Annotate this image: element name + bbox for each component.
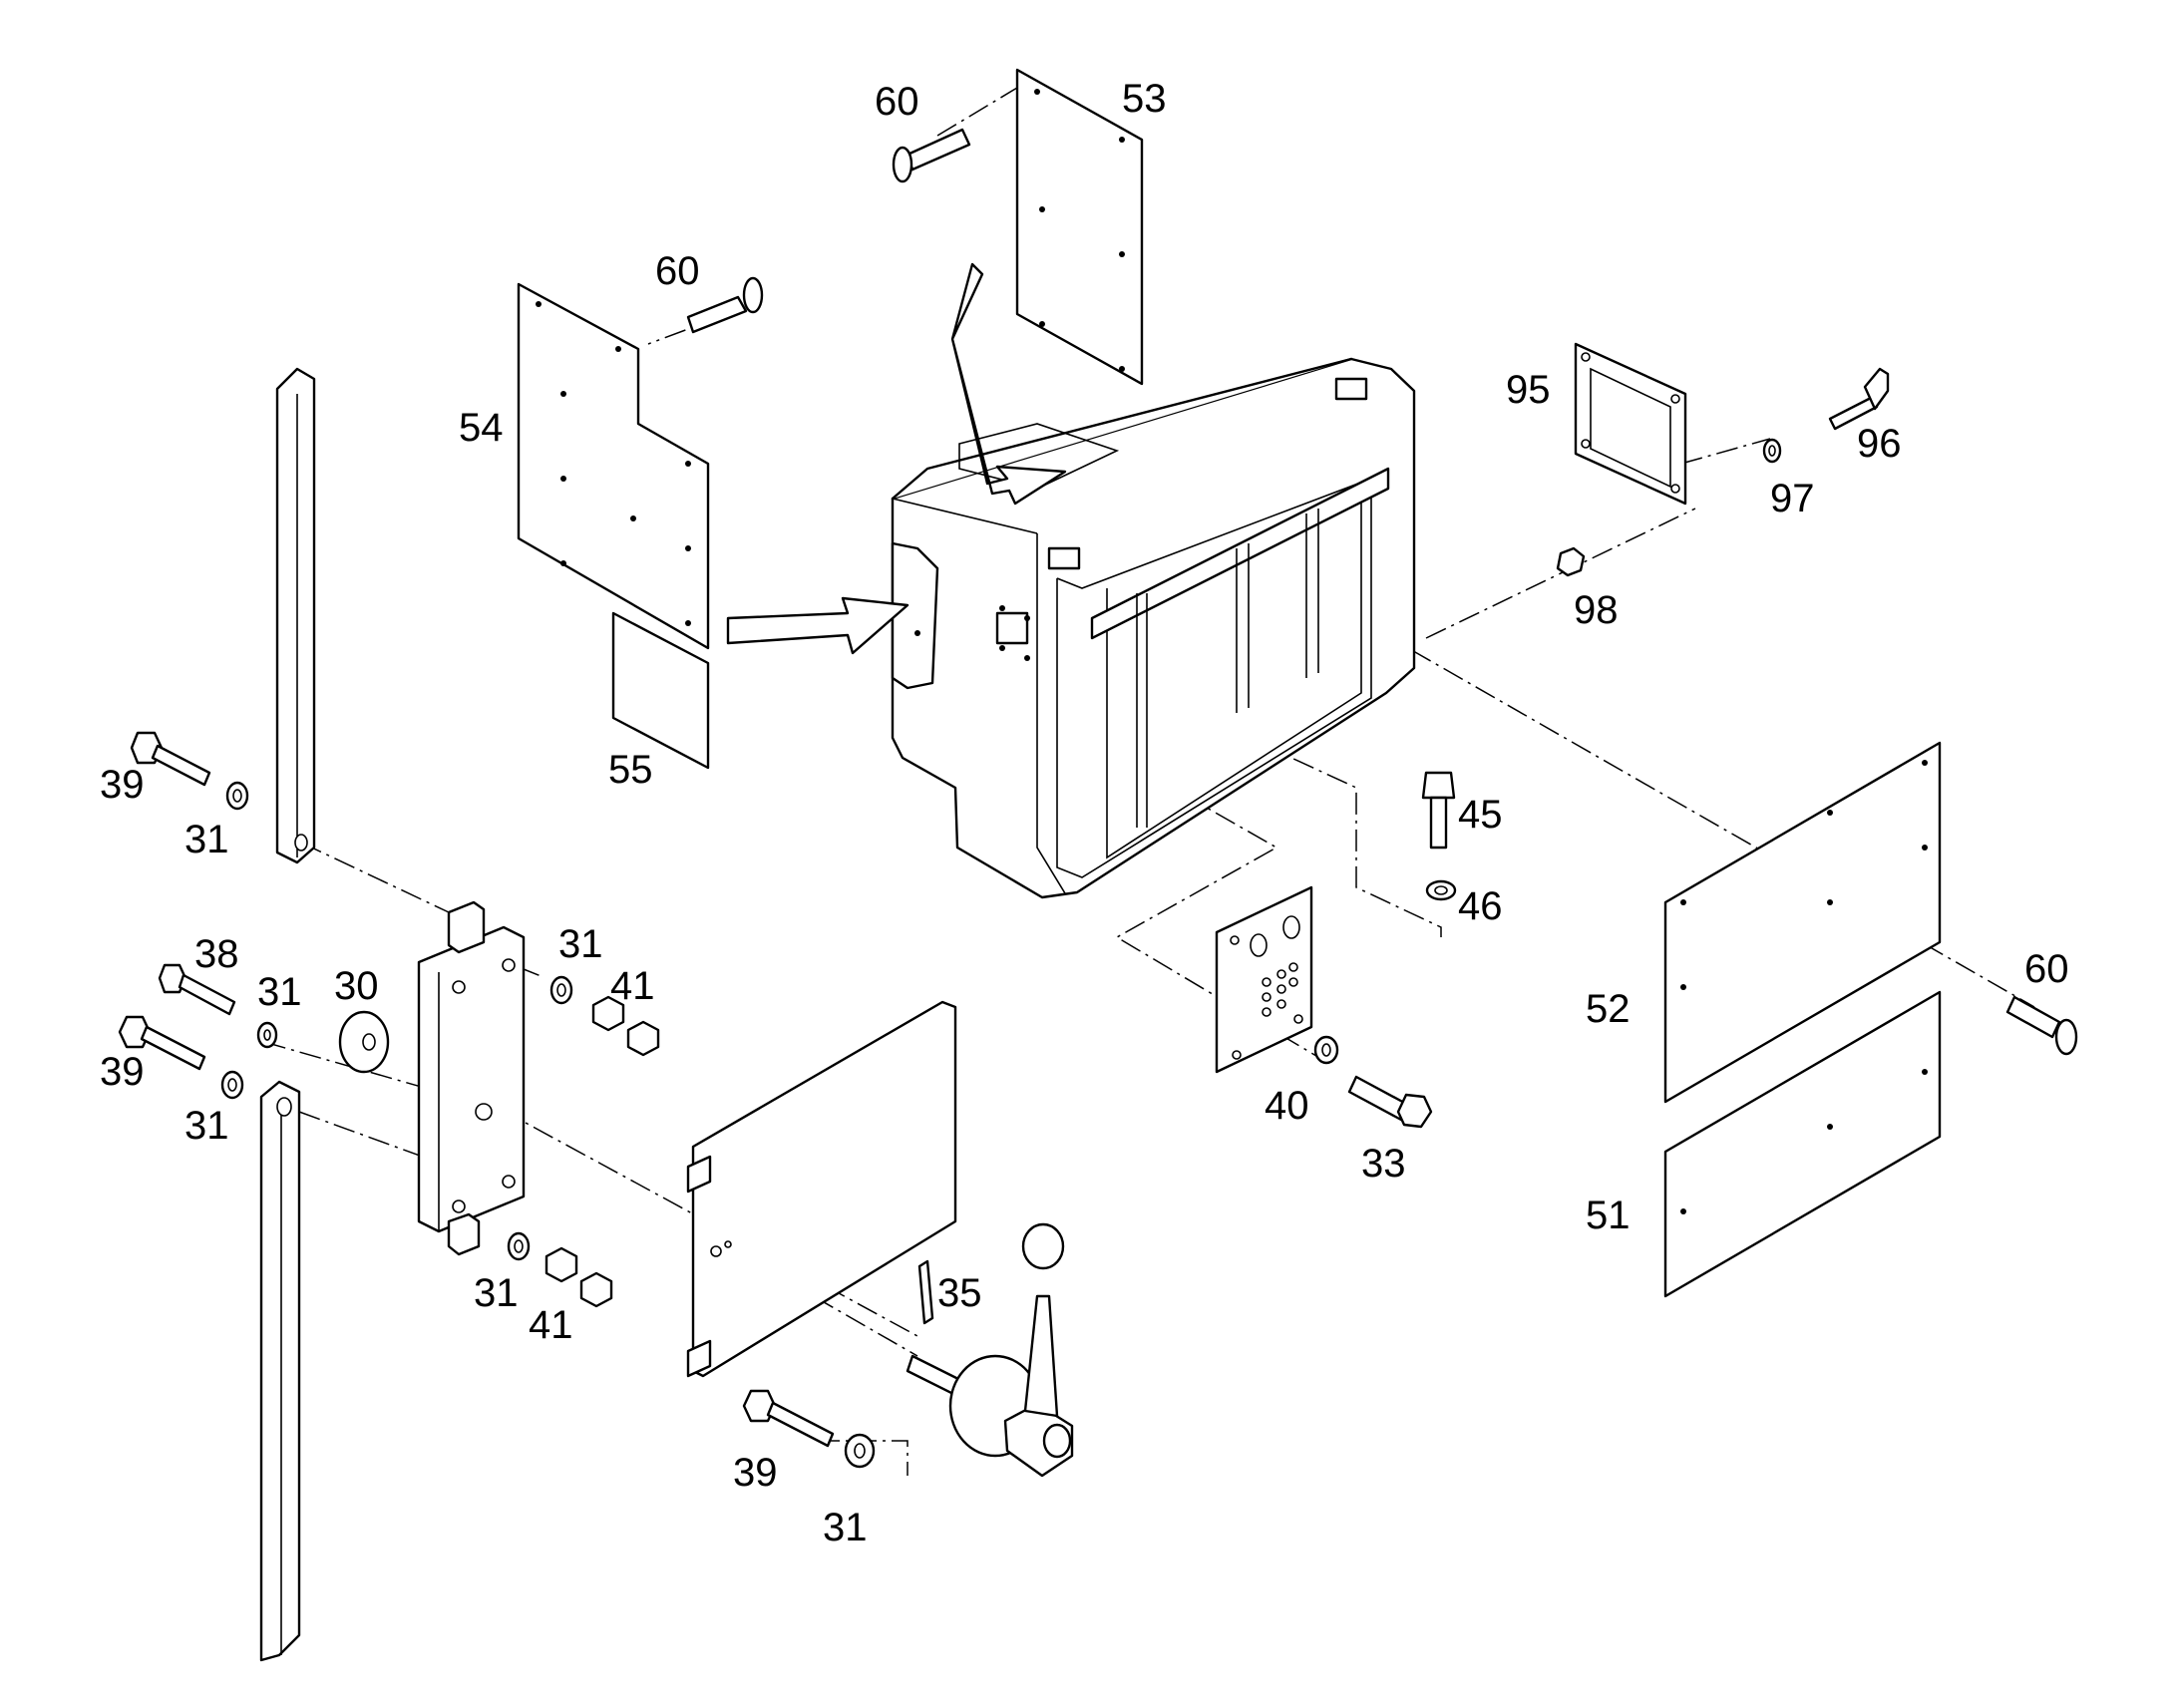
callout-96: 96 [1857, 422, 1902, 466]
callout-55: 55 [608, 748, 653, 792]
disc-30 [338, 1010, 390, 1074]
callout-33: 33 [1361, 1142, 1406, 1186]
callout-97: 97 [1770, 477, 1815, 520]
nut-98 [1556, 546, 1586, 577]
callout-31-e: 31 [474, 1271, 519, 1315]
cabinet-body [891, 357, 1416, 899]
callout-51: 51 [1586, 1194, 1631, 1237]
pin-35 [917, 1259, 934, 1325]
callout-31-c: 31 [558, 922, 603, 966]
callout-41-b: 41 [529, 1303, 573, 1347]
lever-handle [906, 1222, 1074, 1478]
bolt-45 [1421, 771, 1456, 850]
vertical-bar-lower [259, 1080, 301, 1662]
callout-39-mid: 39 [100, 1050, 145, 1094]
bracket-block [417, 900, 526, 1256]
panel-53 [1015, 68, 1144, 386]
callout-31-f: 31 [823, 1506, 868, 1549]
frame-95 [1574, 342, 1687, 506]
nut-41-a [591, 995, 660, 1057]
control-plate [1215, 885, 1313, 1074]
washer-40 [1313, 1035, 1339, 1065]
washer-31-c [549, 975, 573, 1005]
callout-31-d: 31 [184, 1104, 229, 1148]
callout-45: 45 [1458, 793, 1503, 837]
callout-95: 95 [1506, 368, 1551, 412]
washer-31-d [220, 1070, 244, 1100]
callout-40: 40 [1265, 1084, 1309, 1128]
bolt-38 [158, 963, 236, 1016]
washer-97 [1762, 438, 1782, 464]
screw-60-top [892, 128, 971, 183]
callout-39-upper: 39 [100, 763, 145, 807]
door-panel [686, 1000, 957, 1378]
arrows [726, 262, 1067, 655]
screw-96 [1828, 367, 1890, 431]
callout-38: 38 [194, 932, 239, 976]
callout-60-top: 60 [875, 80, 919, 124]
screw-60-right [2005, 995, 2078, 1056]
callout-53: 53 [1122, 77, 1167, 121]
callout-46: 46 [1458, 884, 1503, 928]
washer-31-a [225, 781, 249, 811]
bolt-39-lower [742, 1389, 835, 1448]
nut-41-b [545, 1246, 613, 1308]
callout-labels: 60 53 60 54 95 96 97 98 55 39 31 45 46 3… [100, 77, 2069, 1549]
panel-55 [611, 611, 710, 770]
callout-54: 54 [459, 406, 504, 450]
callout-60-right: 60 [2024, 947, 2069, 991]
panel-54 [517, 282, 710, 650]
washer-31-e [507, 1231, 531, 1261]
panel-51 [1663, 990, 1942, 1298]
bolt-33 [1347, 1075, 1433, 1129]
callout-41-a: 41 [610, 964, 655, 1008]
callout-31-b: 31 [257, 970, 302, 1014]
bolt-39-upper [130, 731, 211, 787]
callout-30: 30 [334, 964, 379, 1008]
bolt-39-mid [118, 1015, 206, 1071]
callout-98: 98 [1574, 588, 1619, 632]
callout-39-lower: 39 [733, 1451, 778, 1495]
callout-52: 52 [1586, 987, 1631, 1031]
washer-46 [1425, 879, 1457, 901]
washer-31-f [844, 1433, 876, 1469]
panel-52 [1663, 741, 1942, 1104]
vertical-bar-upper [275, 367, 316, 864]
callout-60-upper: 60 [655, 249, 700, 293]
screw-60-upper [686, 276, 764, 334]
callout-31-a: 31 [184, 818, 229, 861]
washer-31-b [256, 1021, 278, 1049]
callout-35: 35 [937, 1271, 982, 1315]
